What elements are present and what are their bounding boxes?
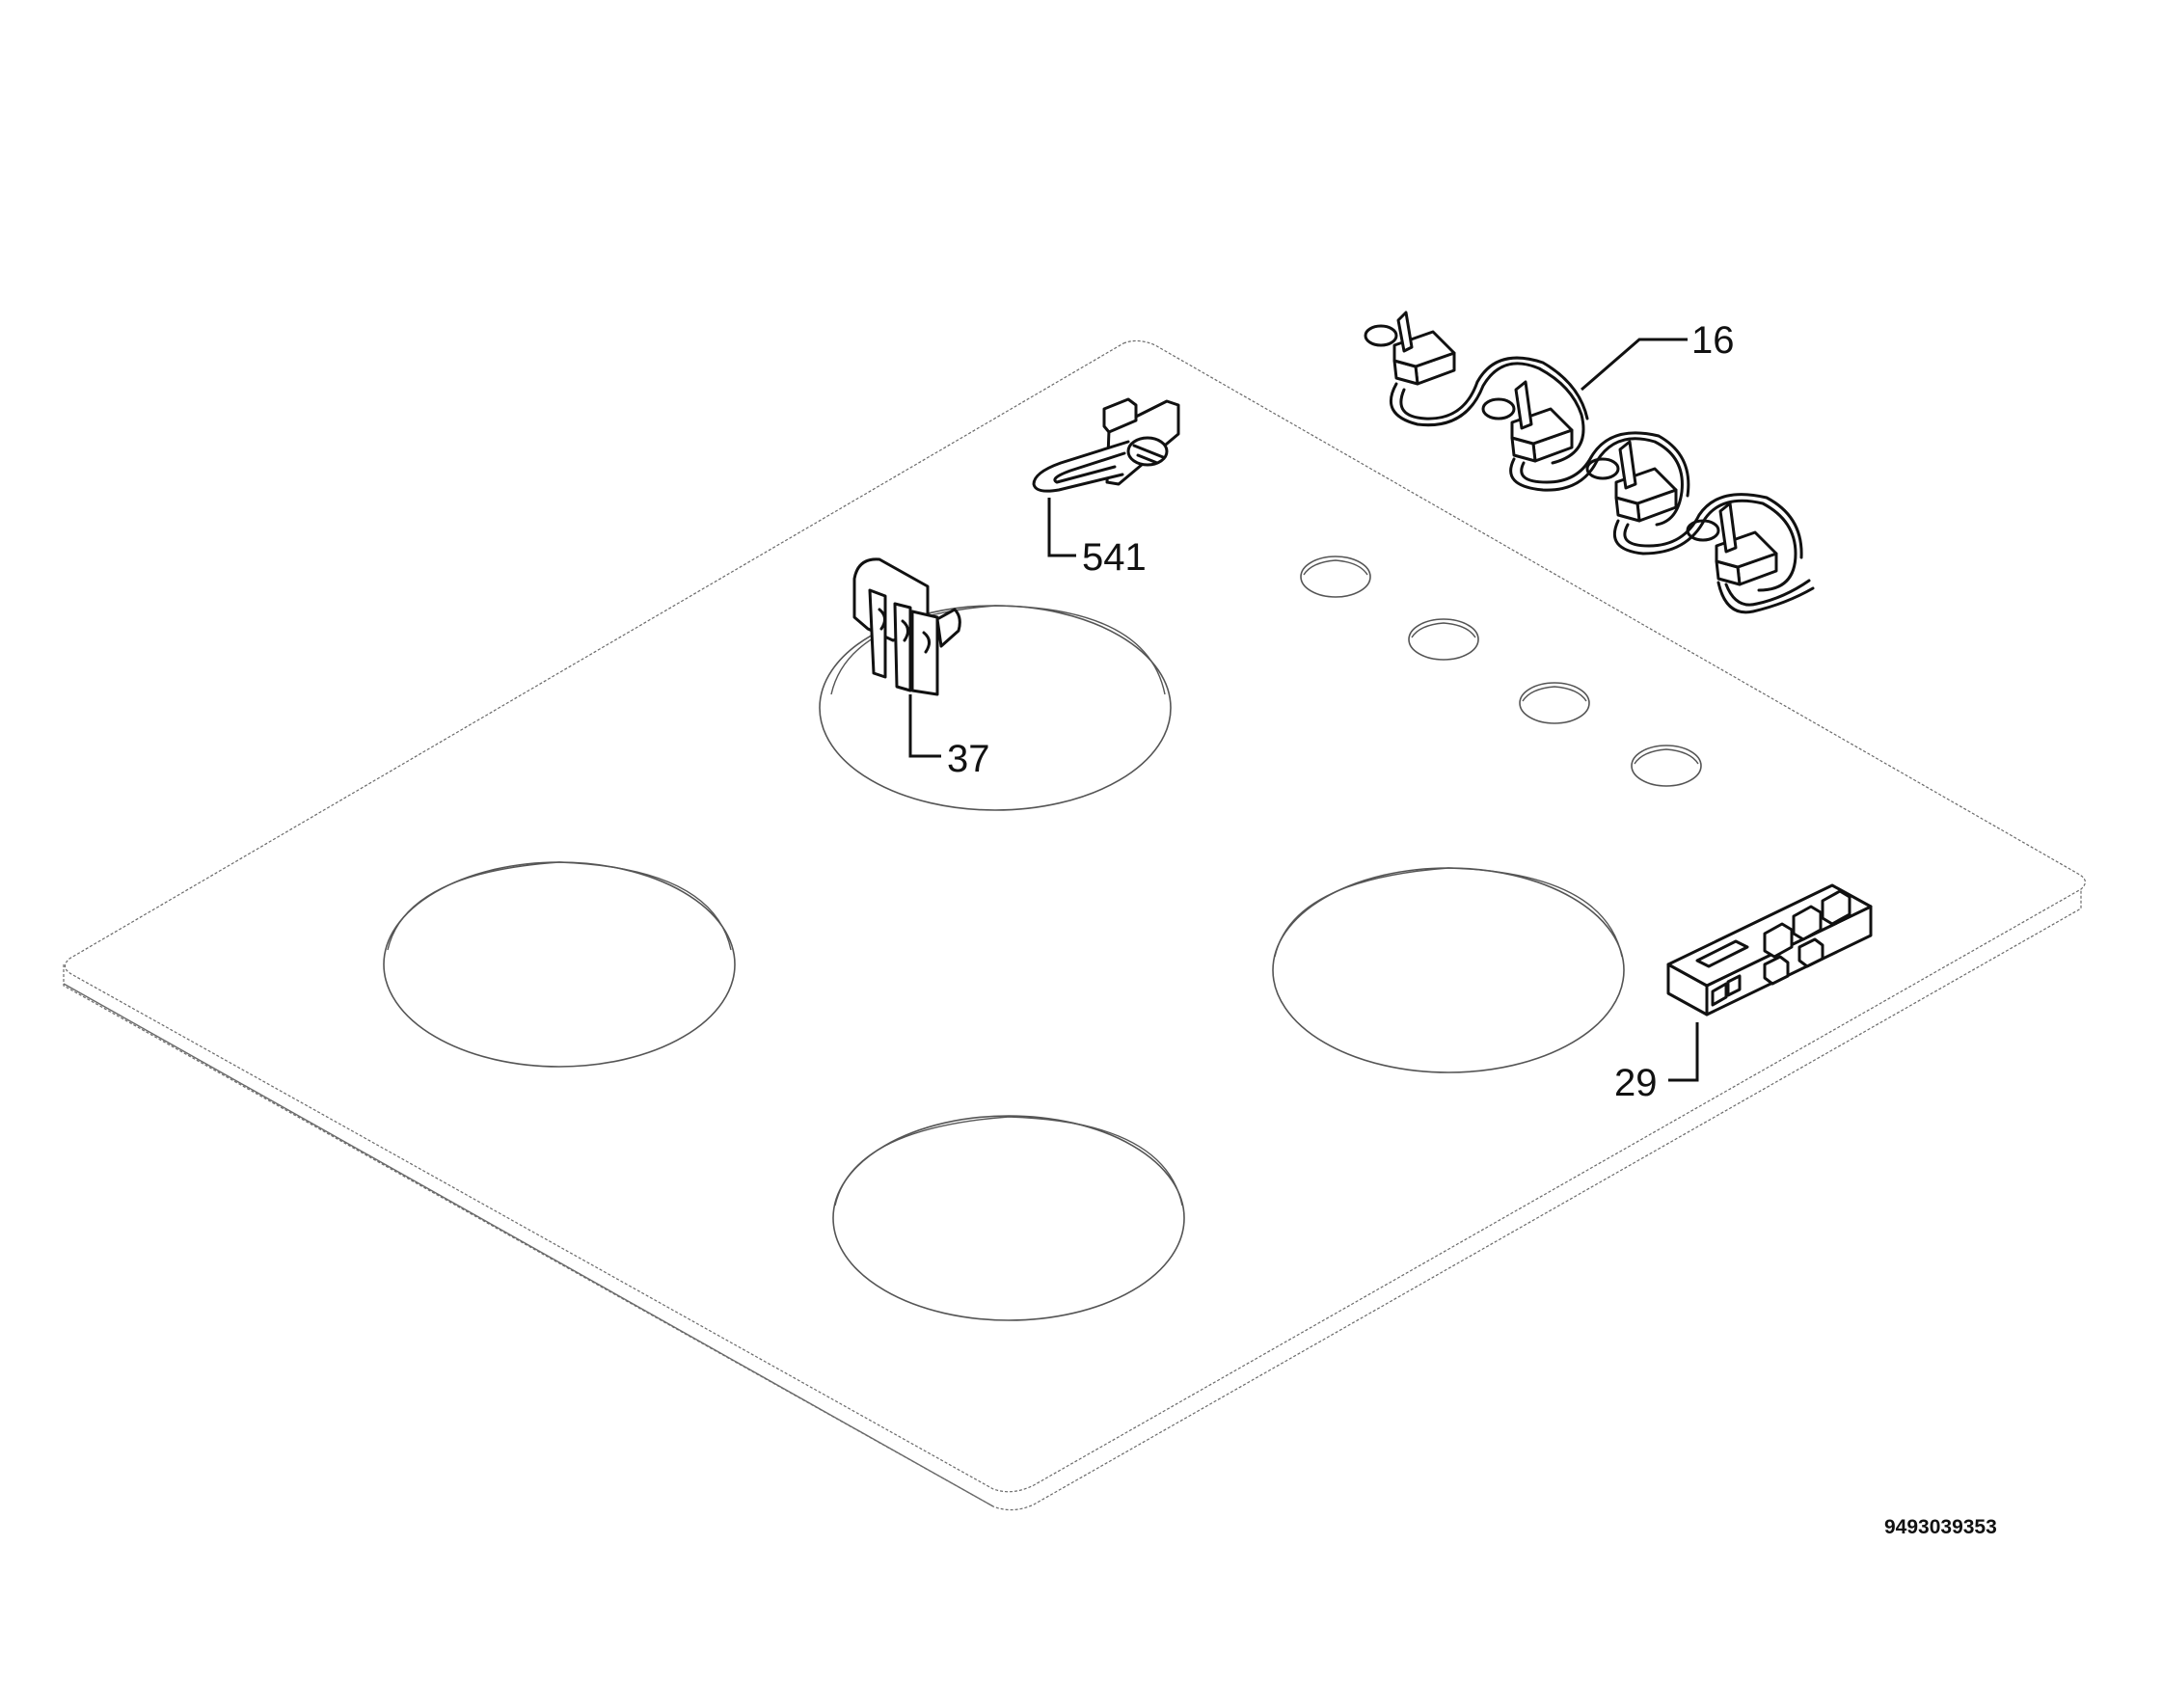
part-29-connector-2 [1792,905,1823,941]
electrode-3 [1585,440,1678,523]
burner-cutout-right-inner [1274,867,1623,958]
burner-cutout-left [383,861,736,1068]
electrode-1 [1364,311,1456,386]
callout-leaders [908,338,1699,1082]
part-29-connector-1 [1763,922,1794,959]
part-541-connector-bracket [1032,397,1180,493]
part-29-ignition-generator [1666,883,1873,1017]
part-37-clip-details [878,608,931,654]
leader-37 [908,694,941,758]
callout-16: 16 [1691,319,1735,362]
plate-top-outline [64,339,2086,1493]
burner-cutout-left-inner [387,861,732,951]
hob-glass-plate [63,339,2086,1511]
burner-cutout-rear-inner [830,605,1166,695]
plate-thickness-edge [63,889,2082,1511]
callout-29: 29 [1614,1062,1658,1104]
leader-541 [1047,498,1076,557]
knob-hole-3-inner [1522,686,1587,702]
callout-541: 541 [1082,536,1147,579]
electrode-4 [1686,502,1778,586]
electrode-wire-loop-3b [1623,493,1803,559]
callout-labels: 16 541 37 29 [947,319,1735,1104]
knob-hole-2-inner [1411,622,1476,638]
electrode-wire-loop-1b [1399,356,1589,420]
burner-cutouts [383,605,1625,1321]
burner-cutout-front [832,1115,1185,1321]
electrode-wire-loop-3 [1612,499,1797,592]
part-541-clip-loop-inner [1053,451,1126,484]
knob-hole-3 [1519,682,1590,724]
part-29-top-slot [1695,939,1749,968]
knob-hole-1-inner [1303,559,1368,576]
electrode-wire-loop-1 [1389,362,1585,465]
electrode-wire-loop-2 [1509,437,1684,527]
burner-cutout-front-inner [834,1116,1183,1206]
plate-front-edge [63,983,994,1507]
leader-16 [1581,338,1688,392]
knob-hole-1 [1300,556,1371,598]
electrode-wire-tail [1716,579,1815,614]
part-16-ignition-electrodes [1364,311,1815,614]
callout-37: 37 [947,738,990,780]
knob-hole-2 [1408,618,1479,661]
part-541-tab [1102,397,1138,434]
knob-hole-4-inner [1634,748,1699,765]
part-37-spring-clips [852,557,961,696]
part-29-connector-5 [1797,937,1824,968]
part-29-connector-4 [1763,955,1790,986]
part-29-connector-3 [1821,889,1851,926]
electrode-2 [1481,380,1574,463]
part-37-clip-left [868,588,887,679]
document-number: 9493039353 [1884,1516,1997,1538]
knob-hole-4 [1631,745,1702,787]
leader-29 [1668,1022,1699,1082]
part-29-front-ports [1711,974,1742,1007]
part-37-hook-right [935,608,961,648]
part-541-socket-pins [1132,444,1165,465]
knob-holes [1300,556,1702,787]
electrode-wire-loop-2b [1520,431,1690,498]
burner-cutout-right [1272,867,1625,1073]
part-37-clip-middle [893,602,912,692]
